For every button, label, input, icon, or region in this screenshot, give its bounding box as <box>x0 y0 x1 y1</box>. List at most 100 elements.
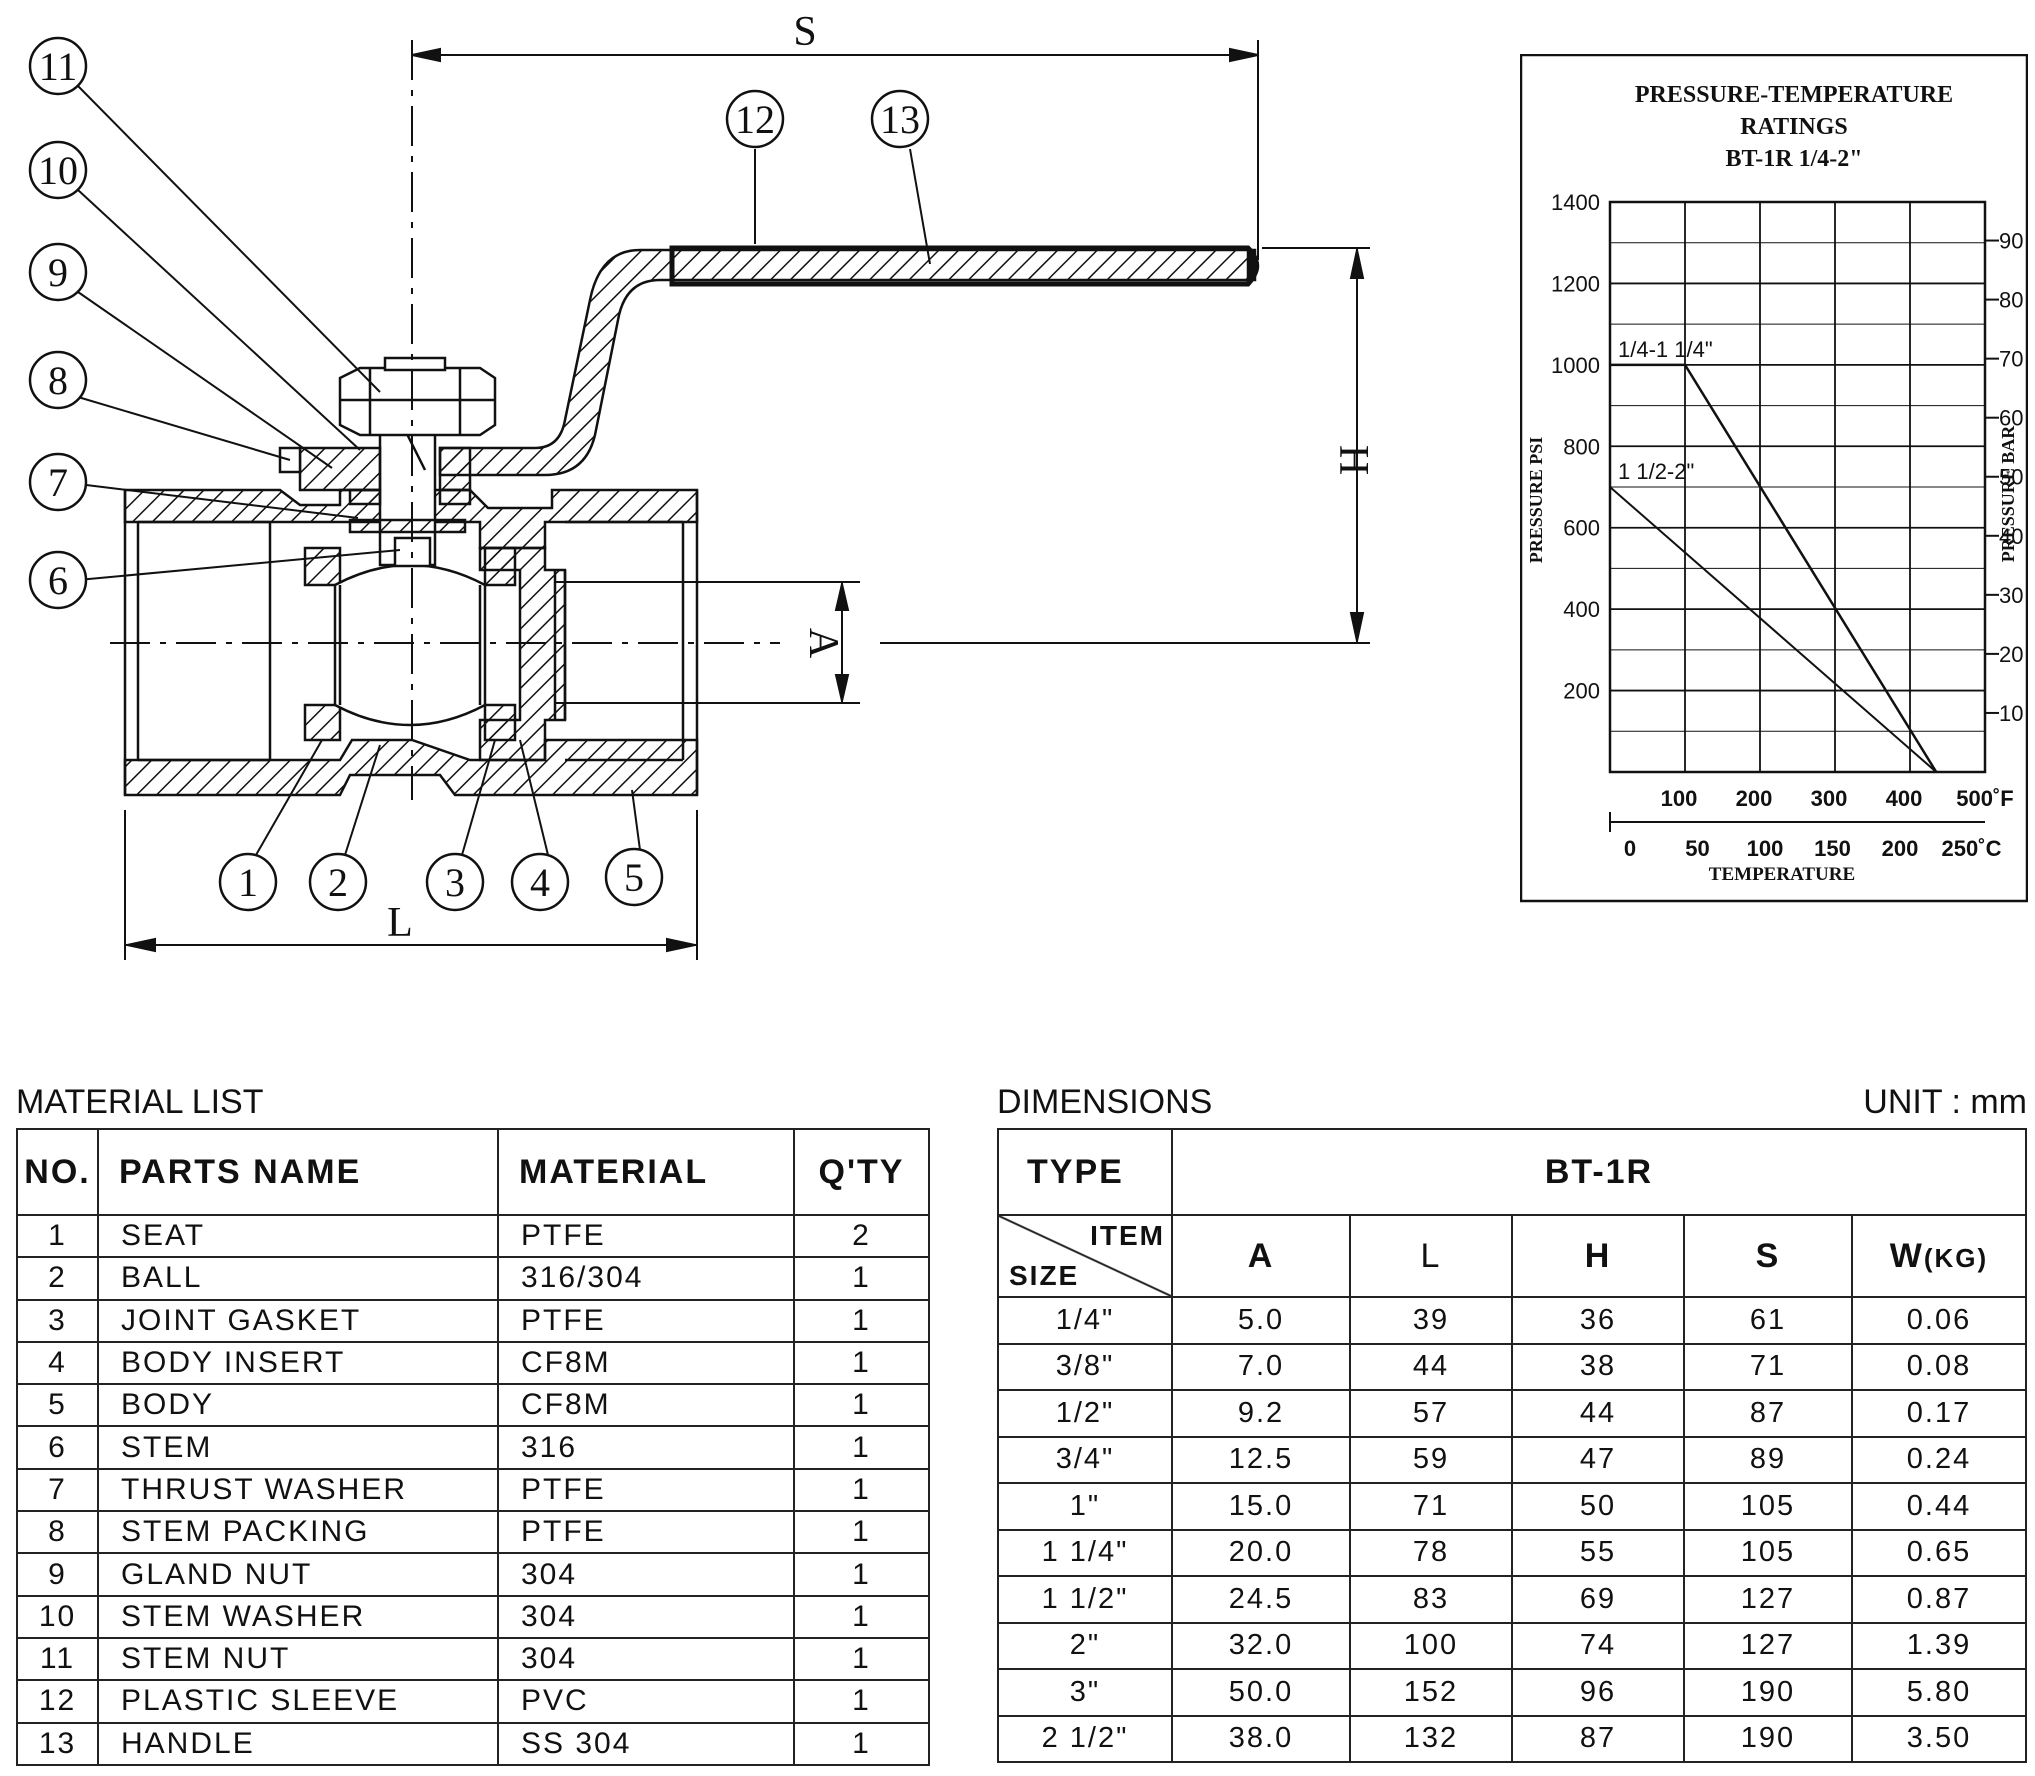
type-label: TYPE <box>997 1128 1173 1216</box>
celsius-tick-label: 200 <box>1882 836 1919 861</box>
dimension-cell-size: 1/2" <box>997 1389 1173 1438</box>
size-label: SIZE <box>1009 1260 1080 1291</box>
material-cell-name: STEM WASHER <box>97 1594 499 1639</box>
celsius-tick-label: 150 <box>1814 836 1851 861</box>
material-cell-name: JOINT GASKET <box>97 1298 499 1343</box>
material-cell-material: CF8M <box>497 1383 795 1428</box>
svg-text:8: 8 <box>48 358 68 403</box>
dimension-cell-l: 57 <box>1349 1389 1513 1438</box>
material-cell-name: STEM <box>97 1425 499 1470</box>
material-cell-no: 1 <box>16 1213 99 1259</box>
dim-label-h: H <box>1330 445 1376 475</box>
dimension-cell-weight: 0.65 <box>1851 1528 2027 1577</box>
fahrenheit-tick-label: 500˚F <box>1956 786 2013 811</box>
material-cell-material: PTFE <box>497 1213 795 1259</box>
handle <box>438 248 1257 477</box>
dimension-cell-size: 3/8" <box>997 1342 1173 1391</box>
callout-12: 12 <box>725 89 785 149</box>
svg-text:11: 11 <box>39 44 78 89</box>
bar-tick-label: 50 <box>1999 465 2023 490</box>
material-cell-no: 13 <box>16 1721 99 1766</box>
material-cell-name: BALL <box>97 1256 499 1301</box>
material-cell-no: 10 <box>16 1594 99 1639</box>
stem-nut <box>338 366 497 437</box>
dimension-cell-weight: 0.87 <box>1851 1575 2027 1624</box>
dimensions-title: DIMENSIONS <box>997 1083 1213 1121</box>
dim-label-l: L <box>387 900 413 946</box>
body-insert <box>478 546 567 762</box>
material-cell-no: 7 <box>16 1467 99 1513</box>
dimension-cell-h: 36 <box>1511 1296 1685 1345</box>
svg-text:6: 6 <box>48 558 68 603</box>
dimension-cell-s: 105 <box>1683 1528 1853 1577</box>
dimension-cell-a: 5.0 <box>1171 1296 1351 1345</box>
weight-label: W <box>1889 1236 1924 1275</box>
material-cell-qty: 1 <box>793 1256 930 1301</box>
celsius-tick-label: 50 <box>1685 836 1709 861</box>
bar-tick-label: 10 <box>1999 701 2023 726</box>
chart-title-line-1: PRESSURE-TEMPERATURE <box>1635 82 1953 108</box>
material-cell-material: SS 304 <box>497 1721 795 1766</box>
material-cell-name: GLAND NUT <box>97 1552 499 1597</box>
material-cell-no: 3 <box>16 1298 99 1343</box>
dimension-cell-s: 105 <box>1683 1482 1853 1531</box>
material-cell-name: HANDLE <box>97 1721 499 1766</box>
col-weight: W(KG) <box>1851 1214 2027 1298</box>
callout-10: 10 <box>28 140 88 200</box>
psi-tick-label: 800 <box>1563 434 1600 459</box>
dimension-cell-l: 44 <box>1349 1342 1513 1391</box>
dimension-cell-size: 1 1/4" <box>997 1528 1173 1577</box>
psi-tick-label: 1400 <box>1551 190 1600 215</box>
chart-title-line-3: BT-1R 1/4-2" <box>1725 146 1862 172</box>
material-cell-name: THRUST WASHER <box>97 1467 499 1513</box>
dimension-cell-l: 100 <box>1349 1621 1513 1670</box>
material-cell-qty: 1 <box>793 1383 930 1428</box>
dimension-cell-weight: 1.39 <box>1851 1621 2027 1670</box>
psi-tick-label: 1200 <box>1551 271 1600 296</box>
dimension-cell-a: 24.5 <box>1171 1575 1351 1624</box>
material-cell-no: 12 <box>16 1679 99 1724</box>
dimension-cell-h: 50 <box>1511 1482 1685 1531</box>
dimension-cell-weight: 0.24 <box>1851 1435 2027 1484</box>
dimension-cell-size: 3/4" <box>997 1435 1173 1484</box>
dimension-cell-s: 190 <box>1683 1668 1853 1717</box>
seat-right <box>483 546 517 587</box>
callout-2: 2 <box>308 852 368 912</box>
material-cell-qty: 1 <box>793 1594 930 1639</box>
dimension-cell-a: 7.0 <box>1171 1342 1351 1391</box>
dimension-cell-l: 132 <box>1349 1714 1513 1763</box>
dimension-cell-size: 1 1/2" <box>997 1575 1173 1624</box>
plot-series: 1/4-1 1/4"1 1/2-2" <box>1609 337 1938 773</box>
callout-4: 4 <box>510 852 570 912</box>
dimension-cell-s: 127 <box>1683 1621 1853 1670</box>
dimension-cell-weight: 0.08 <box>1851 1342 2027 1391</box>
dim-label-s: S <box>793 9 816 55</box>
material-list-title: MATERIAL LIST <box>16 1083 264 1121</box>
material-cell-material: PTFE <box>497 1298 795 1343</box>
dimension-cell-a: 20.0 <box>1171 1528 1351 1577</box>
header-qty: Q'TY <box>793 1128 930 1216</box>
dimension-cell-a: 38.0 <box>1171 1714 1351 1763</box>
dimension-cell-weight: 0.44 <box>1851 1482 2027 1531</box>
celsius-tick-label: 250˚C <box>1942 836 2002 861</box>
material-cell-name: STEM NUT <box>97 1636 499 1682</box>
col-l: L <box>1349 1214 1513 1298</box>
callout-9: 9 <box>28 242 88 302</box>
fahrenheit-tick-label: 100 <box>1661 786 1698 811</box>
header-material: MATERIAL <box>497 1128 795 1216</box>
dimension-cell-l: 152 <box>1349 1668 1513 1717</box>
callout-3: 3 <box>425 852 485 912</box>
material-cell-name: SEAT <box>97 1213 499 1259</box>
callout-13: 13 <box>870 89 930 149</box>
material-cell-material: 304 <box>497 1594 795 1639</box>
